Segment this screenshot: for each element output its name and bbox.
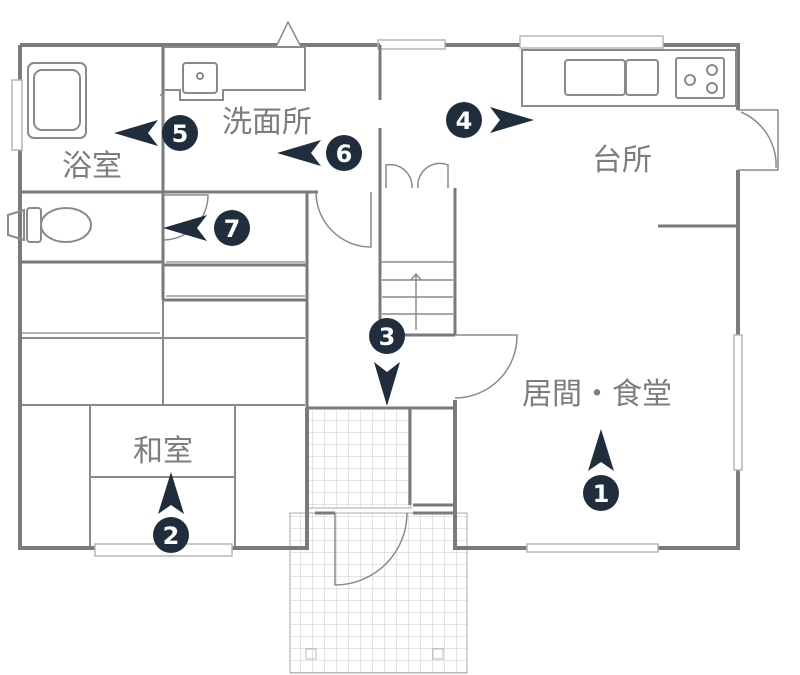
bathtub: [27, 62, 87, 139]
toilet: [7, 207, 92, 243]
marker-number: 6: [336, 140, 353, 168]
doors: [160, 20, 779, 586]
room-label-washitsu: 和室: [133, 434, 193, 469]
viewpoint-marker-1: 1: [583, 429, 619, 511]
marker-number: 1: [593, 480, 610, 508]
marker-number: 7: [224, 215, 241, 243]
room-label-living: 居間・食堂: [522, 377, 672, 412]
room-label-bath: 浴室: [62, 149, 122, 184]
arrow-up-icon: [158, 472, 184, 514]
room-label-kitchen: 台所: [592, 143, 652, 178]
arrow-left-icon: [163, 215, 207, 241]
viewpoint-marker-6: 6: [277, 135, 362, 171]
viewpoint-marker-7: 7: [163, 210, 250, 246]
kitchen-counter: [521, 49, 737, 107]
viewpoint-marker-2: 2: [153, 472, 189, 553]
tatami-lines: [22, 300, 305, 546]
arrow-down-icon: [374, 362, 400, 406]
arrow-left-icon: [114, 120, 158, 146]
viewpoint-marker-4: 4: [446, 102, 534, 138]
entrance-tiles: [289, 407, 468, 674]
marker-number: 3: [379, 323, 396, 351]
viewpoint-marker-3: 3: [369, 318, 405, 406]
marker-number: 2: [163, 522, 180, 550]
arrow-right-icon: [490, 107, 534, 133]
closet-shelves: [22, 261, 305, 334]
interior-walls: [20, 45, 738, 515]
viewpoint-marker-5: 5: [114, 115, 198, 151]
room-label-washroom: 洗面所: [222, 105, 312, 140]
arrow-left-icon: [277, 140, 321, 166]
washbasin: [163, 46, 306, 101]
marker-number: 5: [172, 120, 189, 148]
arrow-up-icon: [588, 429, 614, 471]
marker-number: 4: [456, 107, 473, 135]
stairs: [380, 261, 455, 330]
